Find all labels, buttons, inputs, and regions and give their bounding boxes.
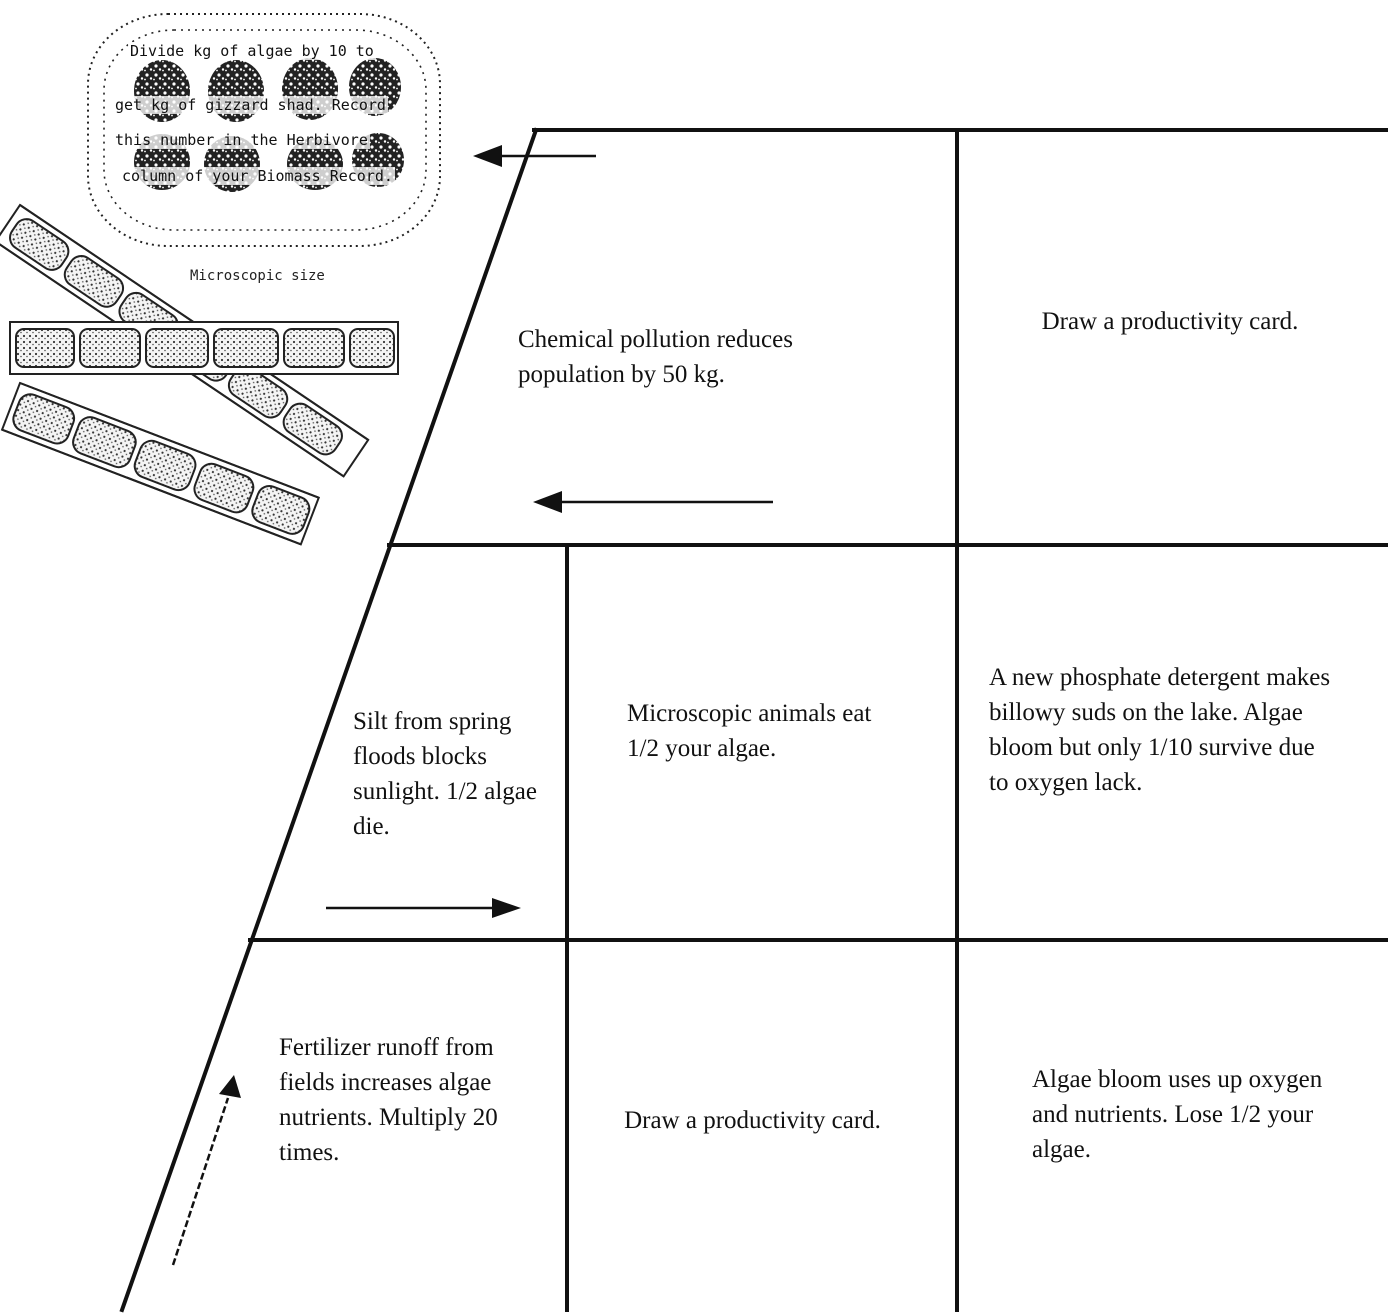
cell-silt: Silt from spring floods blocks sunlight.… [353, 708, 537, 840]
algae-filaments [0, 203, 399, 546]
thought-bubble-inner [103, 29, 427, 231]
arrow-right [326, 898, 521, 918]
instruction-line-4: column of your Biomass Record. [120, 167, 395, 185]
cell-phosphate: A new phosphate detergent makes billowy … [989, 664, 1331, 796]
board-lines [119, 127, 1388, 1313]
instruction-line-1: Divide kg of algae by 10 to [128, 42, 376, 60]
illustration-caption: Microscopic size [190, 268, 325, 284]
arrow-left-row1 [533, 491, 773, 513]
cell-productivity-bottom: Draw a productivity card. [624, 1107, 881, 1134]
cell-fertilizer: Fertilizer runoff from fields increases … [279, 1034, 498, 1166]
instruction-line-2: get kg of gizzard shad. Record [113, 96, 388, 114]
cell-productivity-top: Draw a productivity card. [1041, 308, 1299, 335]
arrow-left-exit [473, 145, 596, 167]
cell-microscopic-animals: Microscopic animals eat 1/2 your algae. [627, 700, 872, 762]
thought-bubble-outer [87, 13, 441, 247]
cell-algae-bloom: Algae bloom uses up oxygen and nutrients… [1032, 1066, 1323, 1163]
instruction-line-3: this number in the Herbivore [113, 131, 370, 149]
arrow-up-dashed [171, 1075, 241, 1266]
path-arrows [171, 145, 773, 1266]
cell-chemical-pollution: Chemical pollution reduces population by… [518, 326, 793, 388]
